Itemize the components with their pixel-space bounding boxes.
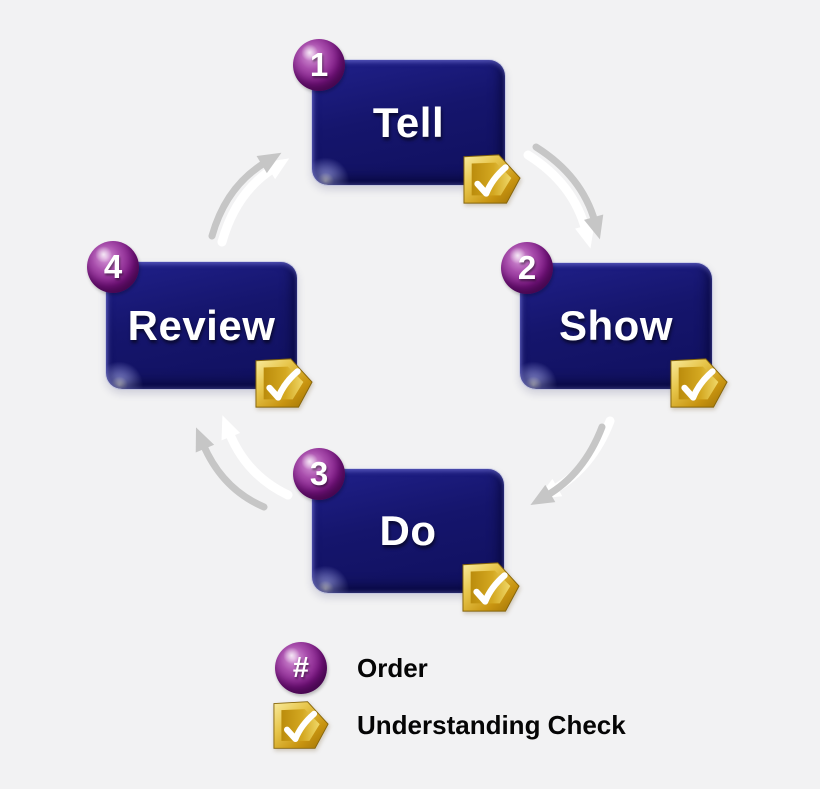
step-label-review: Review (127, 301, 276, 349)
step-label-do: Do (379, 507, 437, 554)
order-badge-4: 4 (87, 241, 139, 293)
order-badge-3: 3 (293, 448, 345, 500)
order-badge-2: 2 (501, 242, 553, 294)
understanding-check-icon (462, 561, 520, 613)
arrow-do-to-review (195, 415, 293, 511)
order-sphere-icon: # (273, 642, 329, 694)
arrow-tell-to-show (523, 143, 604, 249)
legend-check-label: Understanding Check (357, 709, 626, 740)
arrow-review-to-tell (208, 152, 290, 247)
step-label-show: Show (559, 302, 673, 349)
legend-row-order: # Order (273, 642, 626, 694)
arrow-show-to-do (530, 416, 615, 506)
legend-order-label: Order (357, 652, 428, 683)
order-number: 2 (517, 249, 537, 286)
legend: # Order Understanding Check (273, 642, 626, 756)
step-box-show: 2 Show (501, 242, 728, 408)
understanding-check-icon (273, 700, 329, 750)
order-number: 1 (309, 46, 329, 83)
legend-row-check: Understanding Check (273, 699, 626, 751)
understanding-check-icon (670, 357, 728, 409)
step-box-review: 4 Review (87, 241, 313, 408)
order-badge-1: 1 (293, 39, 345, 91)
understanding-check-icon (463, 153, 521, 205)
order-number: 3 (309, 455, 329, 492)
understanding-check-icon (255, 357, 313, 409)
step-label-tell: Tell (372, 98, 445, 146)
step-box-do: 3 Do (293, 448, 520, 612)
order-number: 4 (103, 248, 123, 285)
step-box-tell: 1 Tell (293, 39, 521, 204)
order-symbol: # (292, 651, 310, 684)
